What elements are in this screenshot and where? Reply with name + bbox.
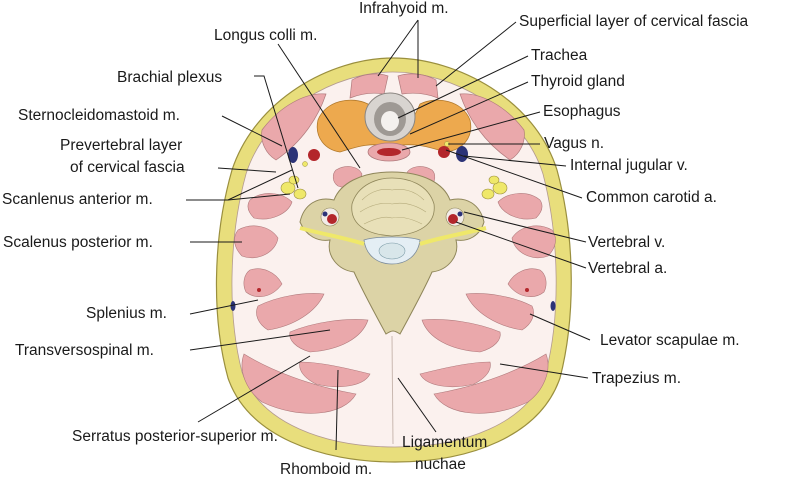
label-longus-colli: Longus colli m. (214, 27, 317, 44)
common-carotid-right (438, 146, 450, 158)
leader-lines (186, 19, 591, 451)
vertebral-artery-left (327, 214, 337, 224)
internal-jugular-left (288, 147, 298, 163)
label-brachial-plexus: Brachial plexus (117, 69, 222, 86)
label-scm: Sternocleidomastoid m. (18, 107, 180, 124)
label-prevertebral-1: Prevertebral layer (60, 137, 182, 154)
splenius-left (256, 293, 325, 331)
labels: Infrahyoid m. Superficial layer of cervi… (2, 0, 749, 478)
label-scalenus-posterior: Scalenus posterior m. (3, 234, 153, 251)
levator-scapulae-left (243, 268, 283, 297)
label-vertebral-v: Vertebral v. (588, 234, 665, 251)
scalenus-posterior-left (234, 225, 279, 258)
internal-jugular-right (456, 146, 468, 162)
label-prevertebral-2: of cervical fascia (70, 159, 185, 176)
superficial-artery-right (525, 288, 529, 292)
sternocleidomastoid-right (459, 93, 525, 161)
vertebral-vein-right (457, 211, 463, 217)
label-serratus: Serratus posterior-superior m. (72, 428, 278, 445)
spinal-cord (378, 242, 406, 260)
label-splenius: Splenius m. (86, 305, 167, 322)
brachial-plexus-right (481, 175, 508, 200)
esophagus-lumen (377, 148, 401, 156)
trachea-lumen (381, 111, 399, 131)
trapezius-right (433, 353, 549, 414)
label-scalenus-anterior: Scanlenus anterior m. (2, 191, 153, 208)
label-thyroid: Thyroid gland (531, 73, 625, 90)
splenius-right (465, 293, 534, 331)
transversospinal-right (421, 319, 501, 353)
rhomboid-left (299, 361, 371, 387)
label-ijv: Internal jugular v. (570, 157, 688, 174)
spinal-nerve-left (299, 226, 365, 246)
label-trachea: Trachea (531, 47, 588, 64)
scalenus-anterior-right (497, 193, 543, 220)
label-esophagus: Esophagus (543, 103, 621, 120)
infrahyoid-muscle-right (397, 73, 439, 99)
transversospinal-left (289, 319, 369, 353)
superficial-vein-left (230, 301, 236, 311)
neck-section (215, 57, 572, 463)
vertebral-vein-left (322, 211, 328, 217)
common-carotid-left (308, 149, 320, 161)
label-infrahyoid: Infrahyoid m. (359, 0, 449, 17)
label-ligamentum-1: Ligamentum (402, 434, 487, 451)
rhomboid-right (419, 361, 491, 387)
label-transversospinal: Transversospinal m. (15, 342, 154, 359)
ligamentum-nuchae-band (391, 335, 394, 445)
trapezius-left (241, 353, 357, 414)
brachial-plexus-left (280, 175, 307, 200)
label-vertebral-a: Vertebral a. (588, 260, 667, 277)
vertebral-body (351, 177, 435, 237)
label-trapezius: Trapezius m. (592, 370, 681, 387)
vagus-left (302, 161, 308, 167)
label-ligamentum-2: nuchae (415, 456, 466, 473)
scalenus-anterior-left (247, 193, 293, 220)
label-common-carotid: Common carotid a. (586, 189, 717, 206)
vertebral-artery-right (448, 214, 458, 224)
label-vagus: Vagus n. (544, 135, 604, 152)
superficial-vein-right (550, 301, 556, 311)
levator-scapulae-right (507, 268, 547, 297)
scalenus-posterior-right (511, 225, 556, 258)
spinal-nerve-right (419, 226, 487, 246)
label-superficial-fascia: Superficial layer of cervical fascia (519, 13, 749, 30)
label-levator: Levator scapulae m. (600, 332, 740, 349)
superficial-artery-left (257, 288, 261, 292)
label-rhomboid: Rhomboid m. (280, 461, 372, 478)
vertebral-body-texture (359, 189, 427, 225)
